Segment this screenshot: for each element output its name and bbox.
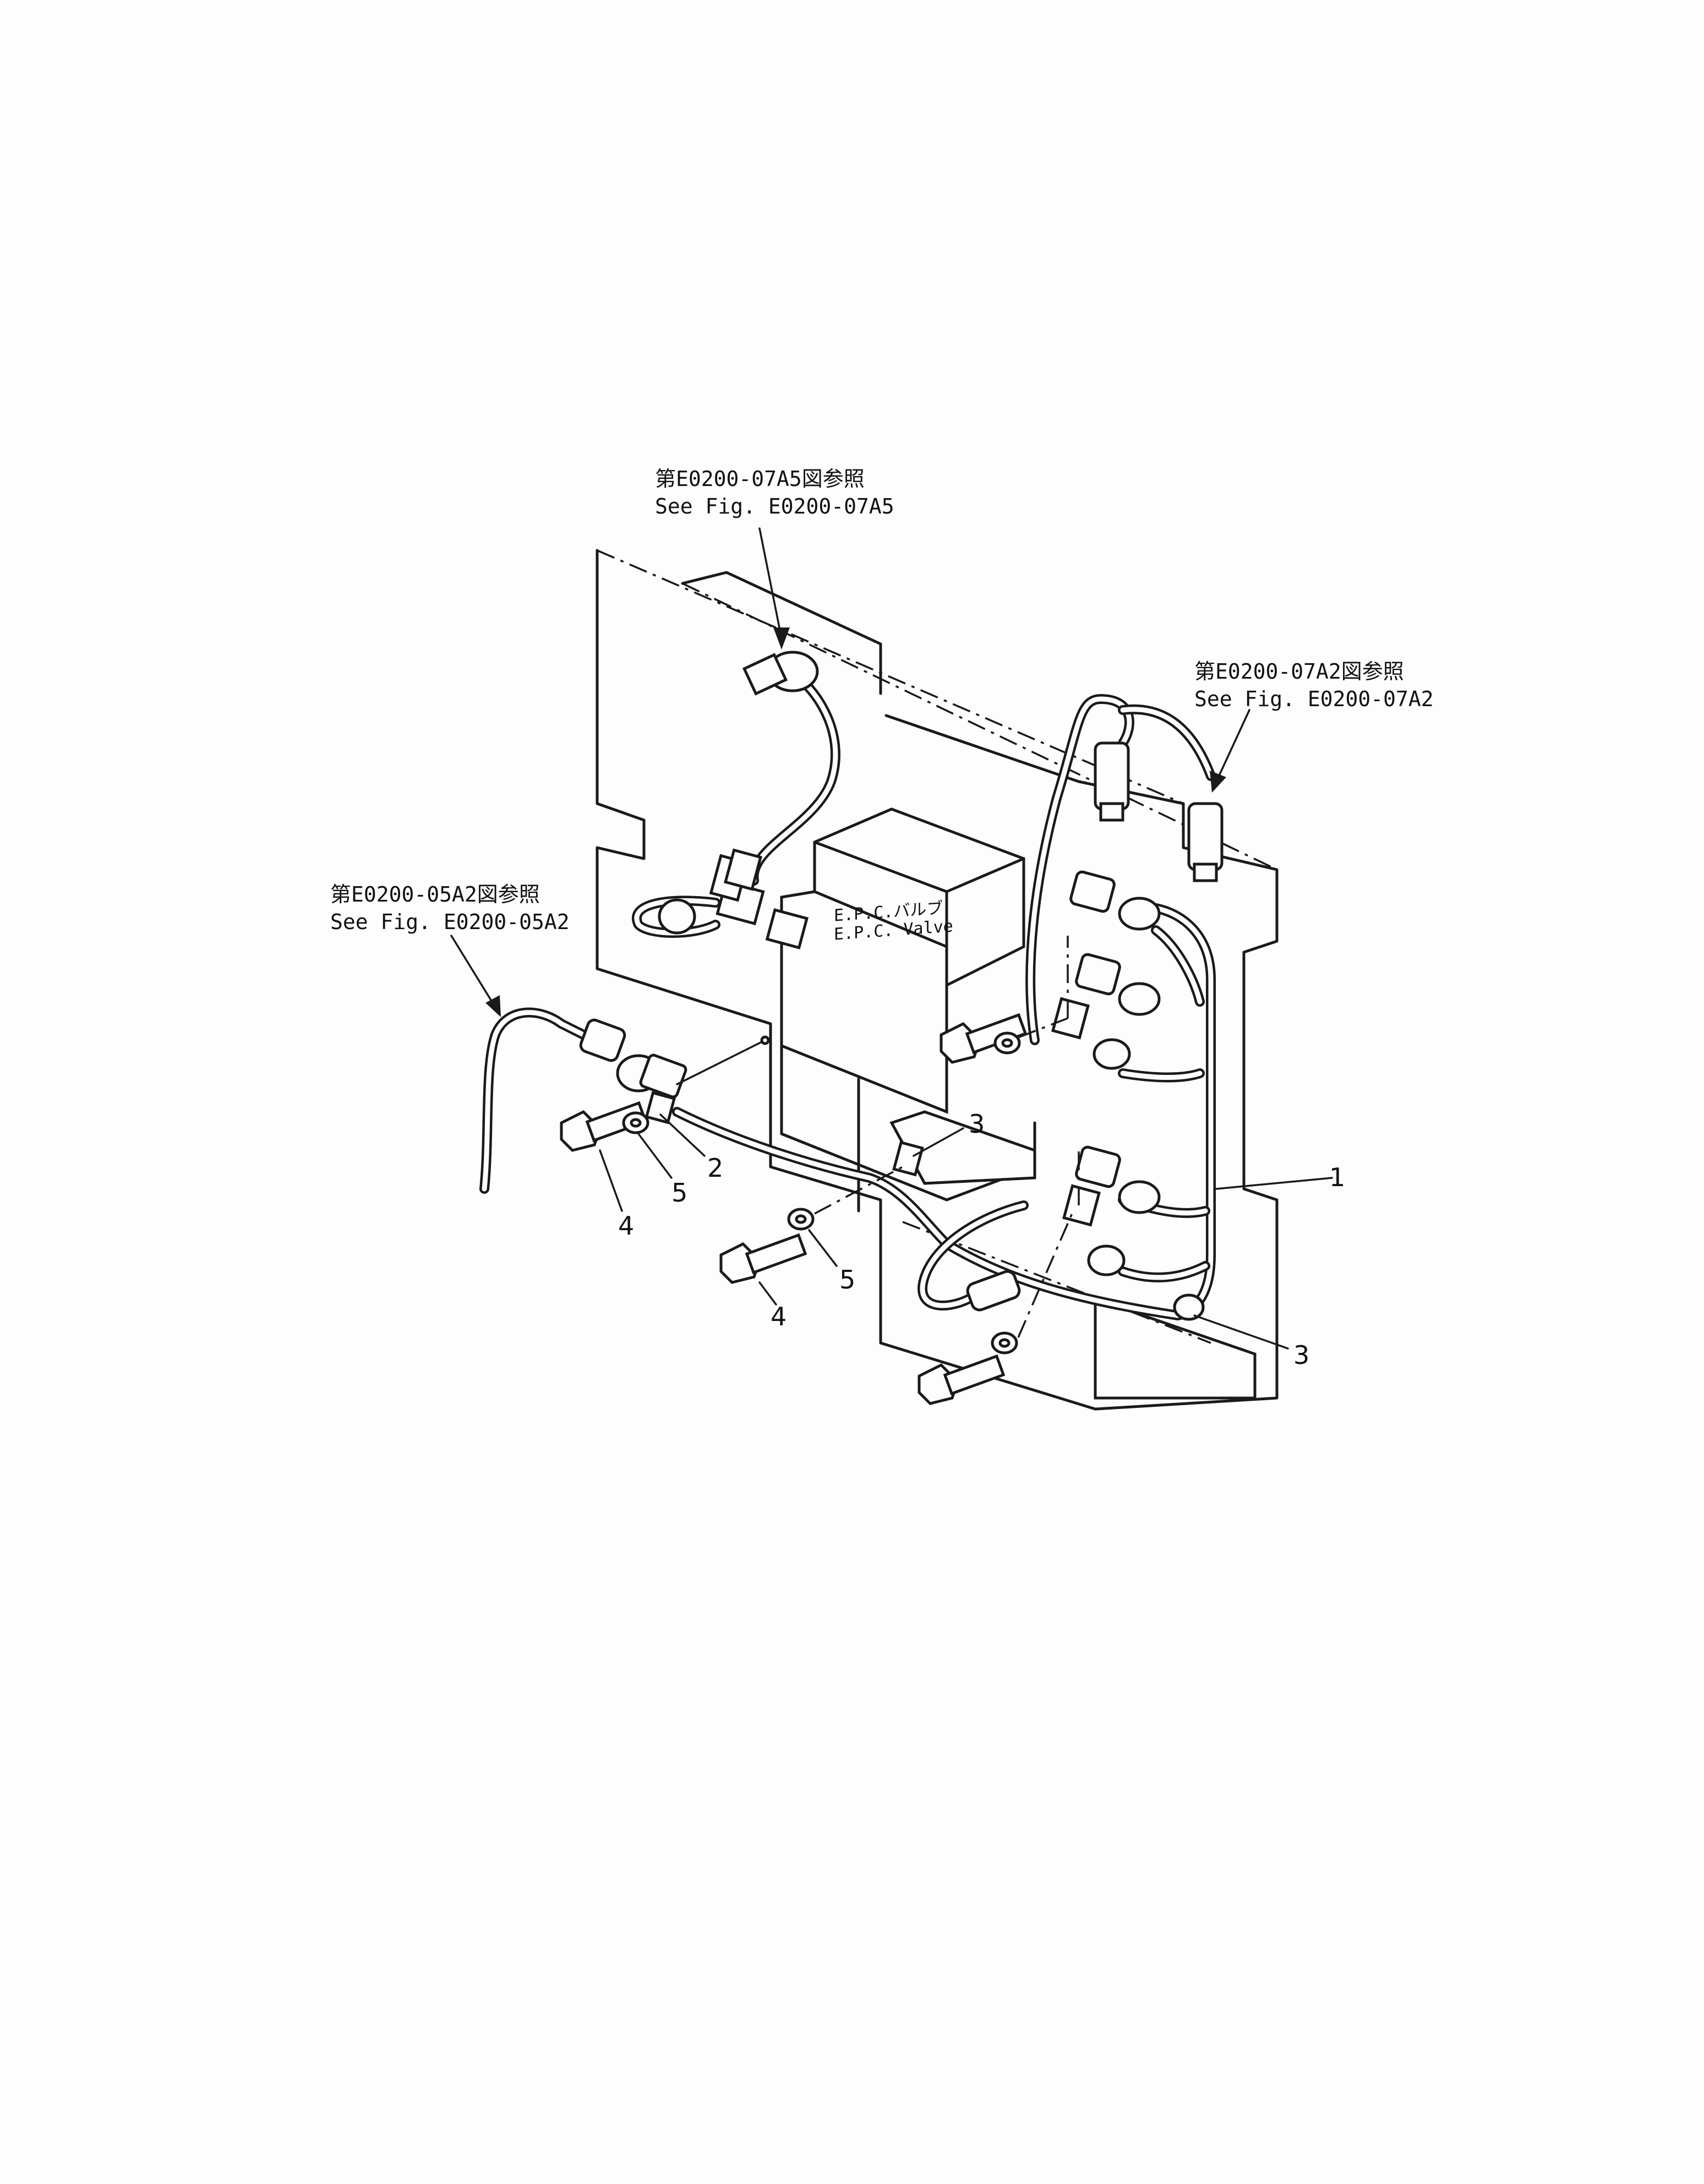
callout-3-center: 3: [969, 1109, 985, 1139]
bolt-bottom: [917, 1354, 1006, 1405]
callout-leaders: [599, 1113, 1333, 1350]
left-reference-jp: 第E0200-05A2図参照: [330, 882, 540, 907]
washers: [622, 1031, 1021, 1355]
callout-3-right: 3: [1293, 1340, 1310, 1370]
clamps: [724, 848, 1101, 1227]
assembly-center-lines: [814, 936, 1080, 1338]
top-figure-reference: 第E0200-07A5図参照 See Fig. E0200-07A5: [655, 465, 894, 520]
callout-4-center: 4: [771, 1302, 787, 1331]
callout-2: 2: [707, 1153, 724, 1183]
callout-5-center: 5: [839, 1265, 856, 1295]
valve-solenoid-connector: [765, 908, 809, 949]
connector-reference-line: [676, 1039, 766, 1085]
epc-valve-block: [780, 807, 1257, 1400]
bottom-loop-connector: [966, 1270, 1021, 1312]
right-figure-reference: 第E0200-07A2図参照 See Fig. E0200-07A2: [1194, 658, 1434, 713]
callout-4-left: 4: [618, 1211, 635, 1241]
bolt-valve: [940, 1013, 1028, 1064]
right-reference-jp: 第E0200-07A2図参照: [1194, 659, 1404, 684]
left-reference-en: See Fig. E0200-05A2: [330, 910, 570, 934]
right-upper-connector-b: [1187, 802, 1224, 882]
top-reference-jp: 第E0200-07A5図参照: [655, 467, 865, 491]
left-external-harness: [479, 1007, 626, 1194]
connector-part-2: [616, 1053, 687, 1124]
valve-sockets: [1069, 870, 1205, 1321]
reference-leaders: [450, 527, 1250, 1017]
top-reference-en: See Fig. E0200-07A5: [655, 494, 894, 518]
connector-mount-hole: [760, 1035, 770, 1045]
callout-1: 1: [1329, 1162, 1346, 1192]
right-upper-connector-a: [1094, 741, 1130, 822]
callout-5-left: 5: [671, 1178, 688, 1208]
top-connector: [742, 651, 819, 696]
bolt-center: [719, 1233, 807, 1284]
left-figure-reference: 第E0200-05A2図参照 See Fig. E0200-05A2: [330, 881, 570, 936]
right-reference-en: See Fig. E0200-07A2: [1194, 687, 1434, 711]
